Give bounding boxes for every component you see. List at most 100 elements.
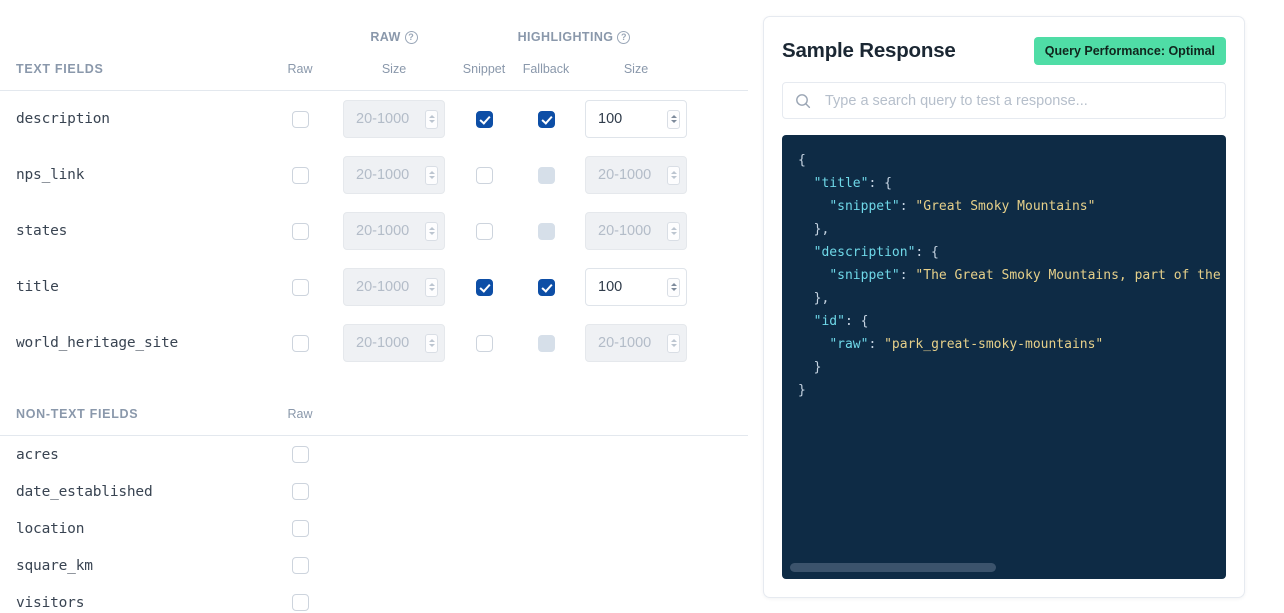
raw-checkbox[interactable] [291, 557, 309, 574]
fallback-checkbox[interactable] [537, 278, 555, 296]
fallback-checkbox [537, 166, 555, 184]
raw-checkbox-cell [265, 110, 335, 128]
col-header-fallback: Fallback [522, 62, 570, 76]
raw-checkbox-cell [265, 334, 335, 352]
question-circle-icon[interactable]: ? [617, 30, 631, 44]
highlight-size-input-stepper [667, 221, 680, 241]
highlight-size-cell: 100 [577, 268, 695, 306]
fallback-checkbox-cell [515, 334, 577, 352]
field-name: visitors [16, 594, 85, 611]
field-name: world_heritage_site [16, 335, 179, 351]
group-header-highlighting: HIGHLIGHTING ? [453, 30, 695, 44]
search-query-box[interactable] [782, 82, 1226, 119]
raw-checkbox[interactable] [291, 334, 309, 352]
raw-checkbox-cell [265, 557, 335, 574]
group-header-raw-label: RAW [370, 30, 401, 44]
field-name: states [16, 223, 68, 239]
raw-checkbox-cell [265, 278, 335, 296]
highlight-size-input: 20-1000 [585, 324, 687, 362]
raw-size-cell: 20-1000 [335, 100, 453, 138]
nontext-fields-section-label: NON-TEXT FIELDS [16, 407, 139, 421]
snippet-checkbox[interactable] [475, 222, 493, 240]
question-circle-icon[interactable]: ? [404, 30, 418, 44]
table-row: date_established [0, 473, 762, 510]
raw-size-input-value: 20-1000 [356, 167, 410, 183]
raw-checkbox[interactable] [291, 222, 309, 240]
highlight-size-input-stepper[interactable] [667, 277, 680, 297]
query-performance-badge[interactable]: Query Performance: Optimal [1033, 37, 1226, 65]
section-spacer [0, 371, 762, 401]
highlight-size-input-value: 100 [598, 279, 623, 295]
highlight-size-cell: 20-1000 [577, 156, 695, 194]
raw-checkbox-cell [265, 166, 335, 184]
snippet-checkbox-cell [453, 110, 515, 128]
code-horizontal-scrollbar[interactable] [790, 563, 1226, 572]
fallback-checkbox-cell [515, 166, 577, 184]
raw-size-input: 20-1000 [343, 100, 445, 138]
sample-response-pane: Sample Response Query Performance: Optim… [762, 0, 1284, 613]
raw-size-input-value: 20-1000 [356, 335, 410, 351]
scrollbar-thumb[interactable] [790, 563, 996, 572]
raw-size-input-value: 20-1000 [356, 279, 410, 295]
text-fields-section-label: TEXT FIELDS [16, 62, 104, 76]
snippet-checkbox[interactable] [475, 110, 493, 128]
raw-size-cell: 20-1000 [335, 156, 453, 194]
raw-checkbox-cell [265, 483, 335, 500]
raw-checkbox[interactable] [291, 110, 309, 128]
raw-size-input-stepper [425, 165, 438, 185]
raw-checkbox[interactable] [291, 446, 309, 463]
raw-size-input: 20-1000 [343, 156, 445, 194]
field-name: nps_link [16, 167, 85, 183]
highlight-size-input: 20-1000 [585, 156, 687, 194]
snippet-checkbox[interactable] [475, 334, 493, 352]
raw-size-input-stepper [425, 109, 438, 129]
snippet-checkbox[interactable] [475, 278, 493, 296]
snippet-checkbox-cell [453, 222, 515, 240]
table-row: location [0, 510, 762, 547]
highlight-size-cell: 20-1000 [577, 324, 695, 362]
highlight-size-input-stepper[interactable] [667, 109, 680, 129]
raw-checkbox[interactable] [291, 594, 309, 611]
highlight-size-input-stepper [667, 165, 680, 185]
raw-size-input: 20-1000 [343, 212, 445, 250]
group-header-highlighting-label: HIGHLIGHTING [517, 30, 614, 44]
fallback-checkbox[interactable] [537, 110, 555, 128]
fallback-checkbox-cell [515, 278, 577, 296]
snippet-checkbox[interactable] [475, 166, 493, 184]
col-header-snippet: Snippet [462, 62, 506, 76]
highlight-size-input[interactable]: 100 [585, 268, 687, 306]
divider [0, 435, 748, 436]
raw-size-input-value: 20-1000 [356, 111, 410, 127]
field-name: location [16, 520, 85, 537]
raw-checkbox[interactable] [291, 278, 309, 296]
group-header-row: RAW ? HIGHLIGHTING ? [0, 22, 762, 44]
raw-checkbox[interactable] [291, 520, 309, 537]
search-input[interactable] [823, 91, 1213, 110]
highlight-size-input-value: 20-1000 [598, 223, 652, 239]
raw-size-cell: 20-1000 [335, 324, 453, 362]
raw-checkbox-cell [265, 446, 335, 463]
divider [0, 90, 748, 91]
fields-table-pane: RAW ? HIGHLIGHTING ? TEXT FIELDS Raw Siz… [0, 0, 762, 613]
highlight-size-input[interactable]: 100 [585, 100, 687, 138]
fallback-checkbox [537, 334, 555, 352]
fallback-checkbox-cell [515, 110, 577, 128]
raw-checkbox[interactable] [291, 166, 309, 184]
search-icon [795, 93, 813, 109]
raw-checkbox[interactable] [291, 483, 309, 500]
table-row: states 20-1000 20-1000 [0, 203, 762, 259]
raw-size-input-stepper [425, 221, 438, 241]
field-name: acres [16, 446, 59, 463]
highlight-size-input: 20-1000 [585, 212, 687, 250]
raw-size-input: 20-1000 [343, 324, 445, 362]
raw-size-input-stepper [425, 277, 438, 297]
raw-checkbox-cell [265, 594, 335, 611]
col-header-raw-size: Size [381, 62, 407, 76]
col-header-raw: Raw [287, 62, 313, 76]
snippet-checkbox-cell [453, 334, 515, 352]
highlight-size-cell: 100 [577, 100, 695, 138]
